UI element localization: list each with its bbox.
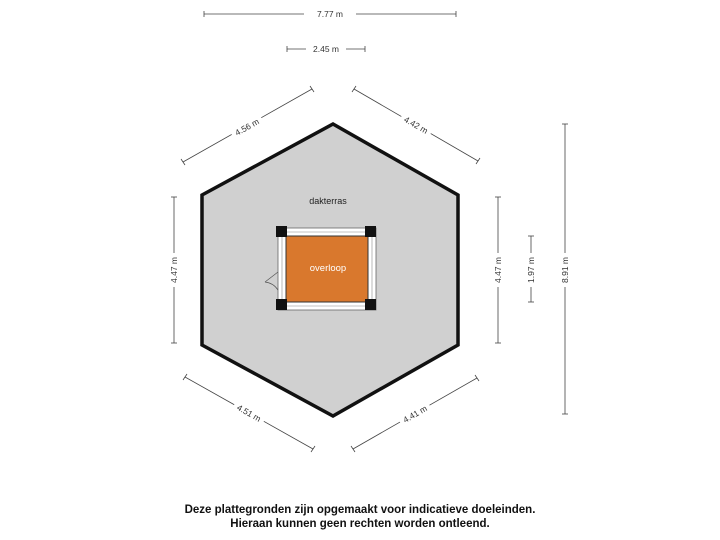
dim-total-width: 7.77 m	[203, 8, 457, 20]
disclaimer-line-2: Hieraan kunnen geen rechten worden ontle…	[230, 518, 490, 530]
corner-post	[276, 226, 287, 237]
dim-top-edge: 2.45 m	[286, 43, 366, 55]
svg-text:4.47 m: 4.47 m	[169, 257, 179, 283]
dim-total-height: 8.91 m	[558, 123, 570, 415]
svg-text:8.91 m: 8.91 m	[560, 257, 570, 283]
svg-text:2.45 m: 2.45 m	[313, 44, 339, 54]
corner-post	[365, 299, 376, 310]
svg-text:4.47 m: 4.47 m	[493, 257, 503, 283]
landing-label: overloop	[310, 263, 346, 274]
landing-block	[264, 226, 377, 311]
corner-post	[365, 226, 376, 237]
door-swing-icon	[264, 271, 279, 291]
disclaimer-line-1: Deze plattegronden zijn opgemaakt voor i…	[184, 504, 536, 516]
svg-text:7.77 m: 7.77 m	[317, 9, 343, 19]
terrace-label: dakterras	[309, 196, 347, 206]
dim-inner-height: 1.97 m	[524, 235, 536, 303]
dim-right: 4.47 m	[491, 196, 503, 344]
dim-left: 4.47 m	[167, 196, 179, 344]
corner-post	[276, 299, 287, 310]
svg-text:1.97 m: 1.97 m	[526, 257, 536, 283]
